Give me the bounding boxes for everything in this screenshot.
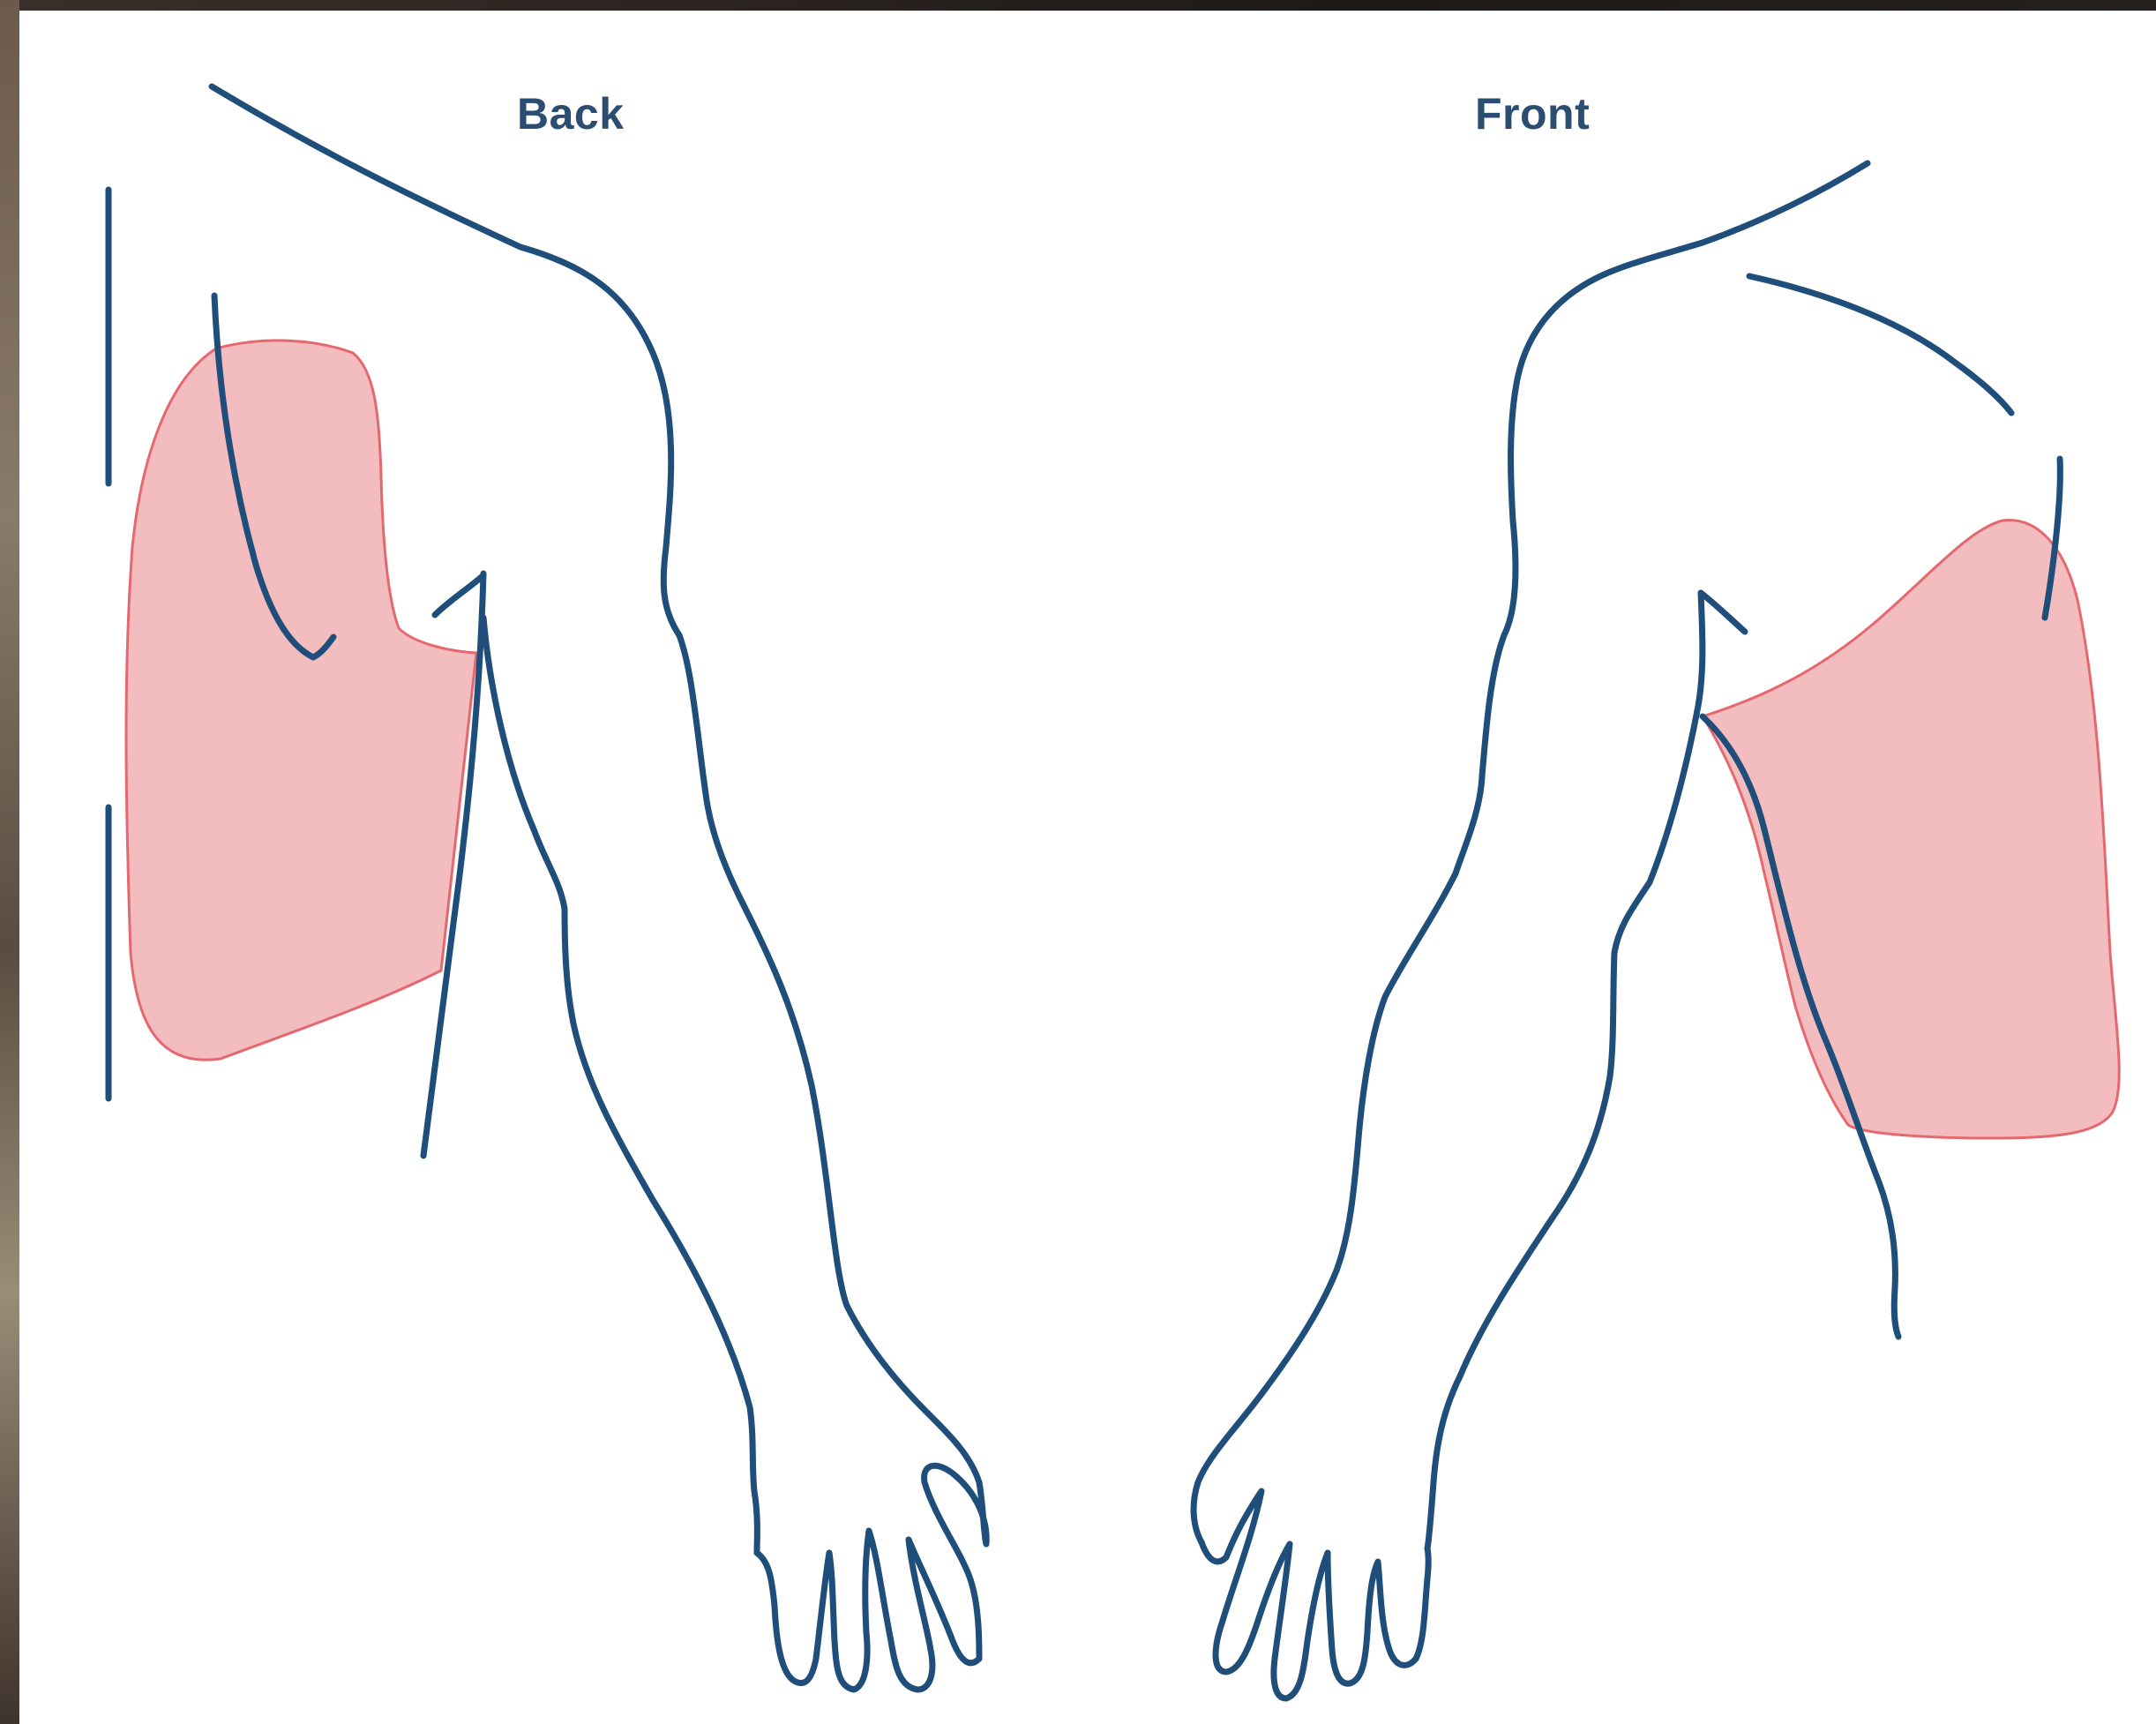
back-affected-region xyxy=(126,341,476,1060)
front-armpit-tick xyxy=(1701,593,1745,632)
front-hand xyxy=(1202,1491,1428,1698)
back-arm-inner xyxy=(483,618,757,1553)
back-view-label: Back xyxy=(517,88,625,139)
back-view xyxy=(109,86,986,1690)
back-hand xyxy=(757,1465,986,1690)
back-armpit-tick xyxy=(435,575,483,615)
front-arm-inner xyxy=(1427,593,1703,1548)
front-view xyxy=(1194,163,2119,1698)
front-collarbone xyxy=(1749,276,2011,413)
front-view-label: Front xyxy=(1475,88,1590,139)
